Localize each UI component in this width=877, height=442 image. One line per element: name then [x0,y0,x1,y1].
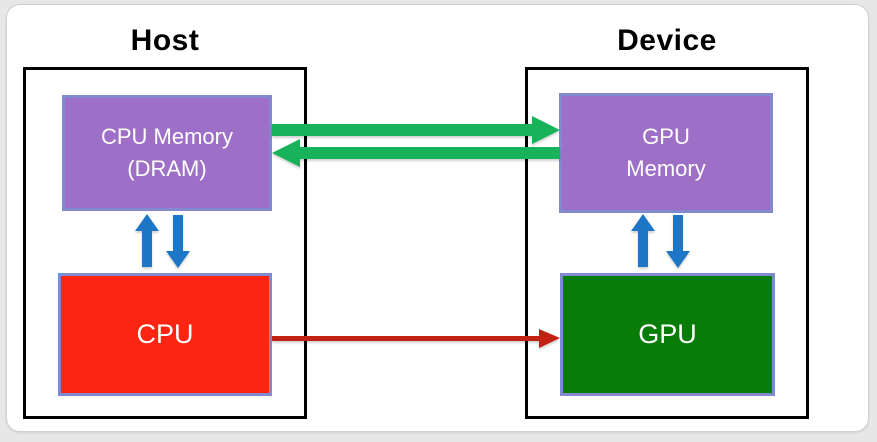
host-title: Host [130,24,200,57]
host-frame [23,67,307,419]
cpu-memory-label-line1: CPU Memory [100,124,233,150]
cpu-box: CPU [58,273,272,396]
gpu-box: GPU [560,273,775,396]
cpu-memory-box: CPU Memory (DRAM) [62,95,272,211]
gpu-label: GPU [638,318,697,349]
gpu-memory-label-line1: GPU [642,124,690,150]
device-title: Device [617,24,717,57]
gpu-memory-box: GPU Memory [559,93,773,213]
gpu-memory-label-line2: Memory [626,156,706,181]
cpu-memory-label-line2: (DRAM) [127,156,207,181]
device-frame [525,67,809,419]
cpu-label: CPU [136,318,194,349]
